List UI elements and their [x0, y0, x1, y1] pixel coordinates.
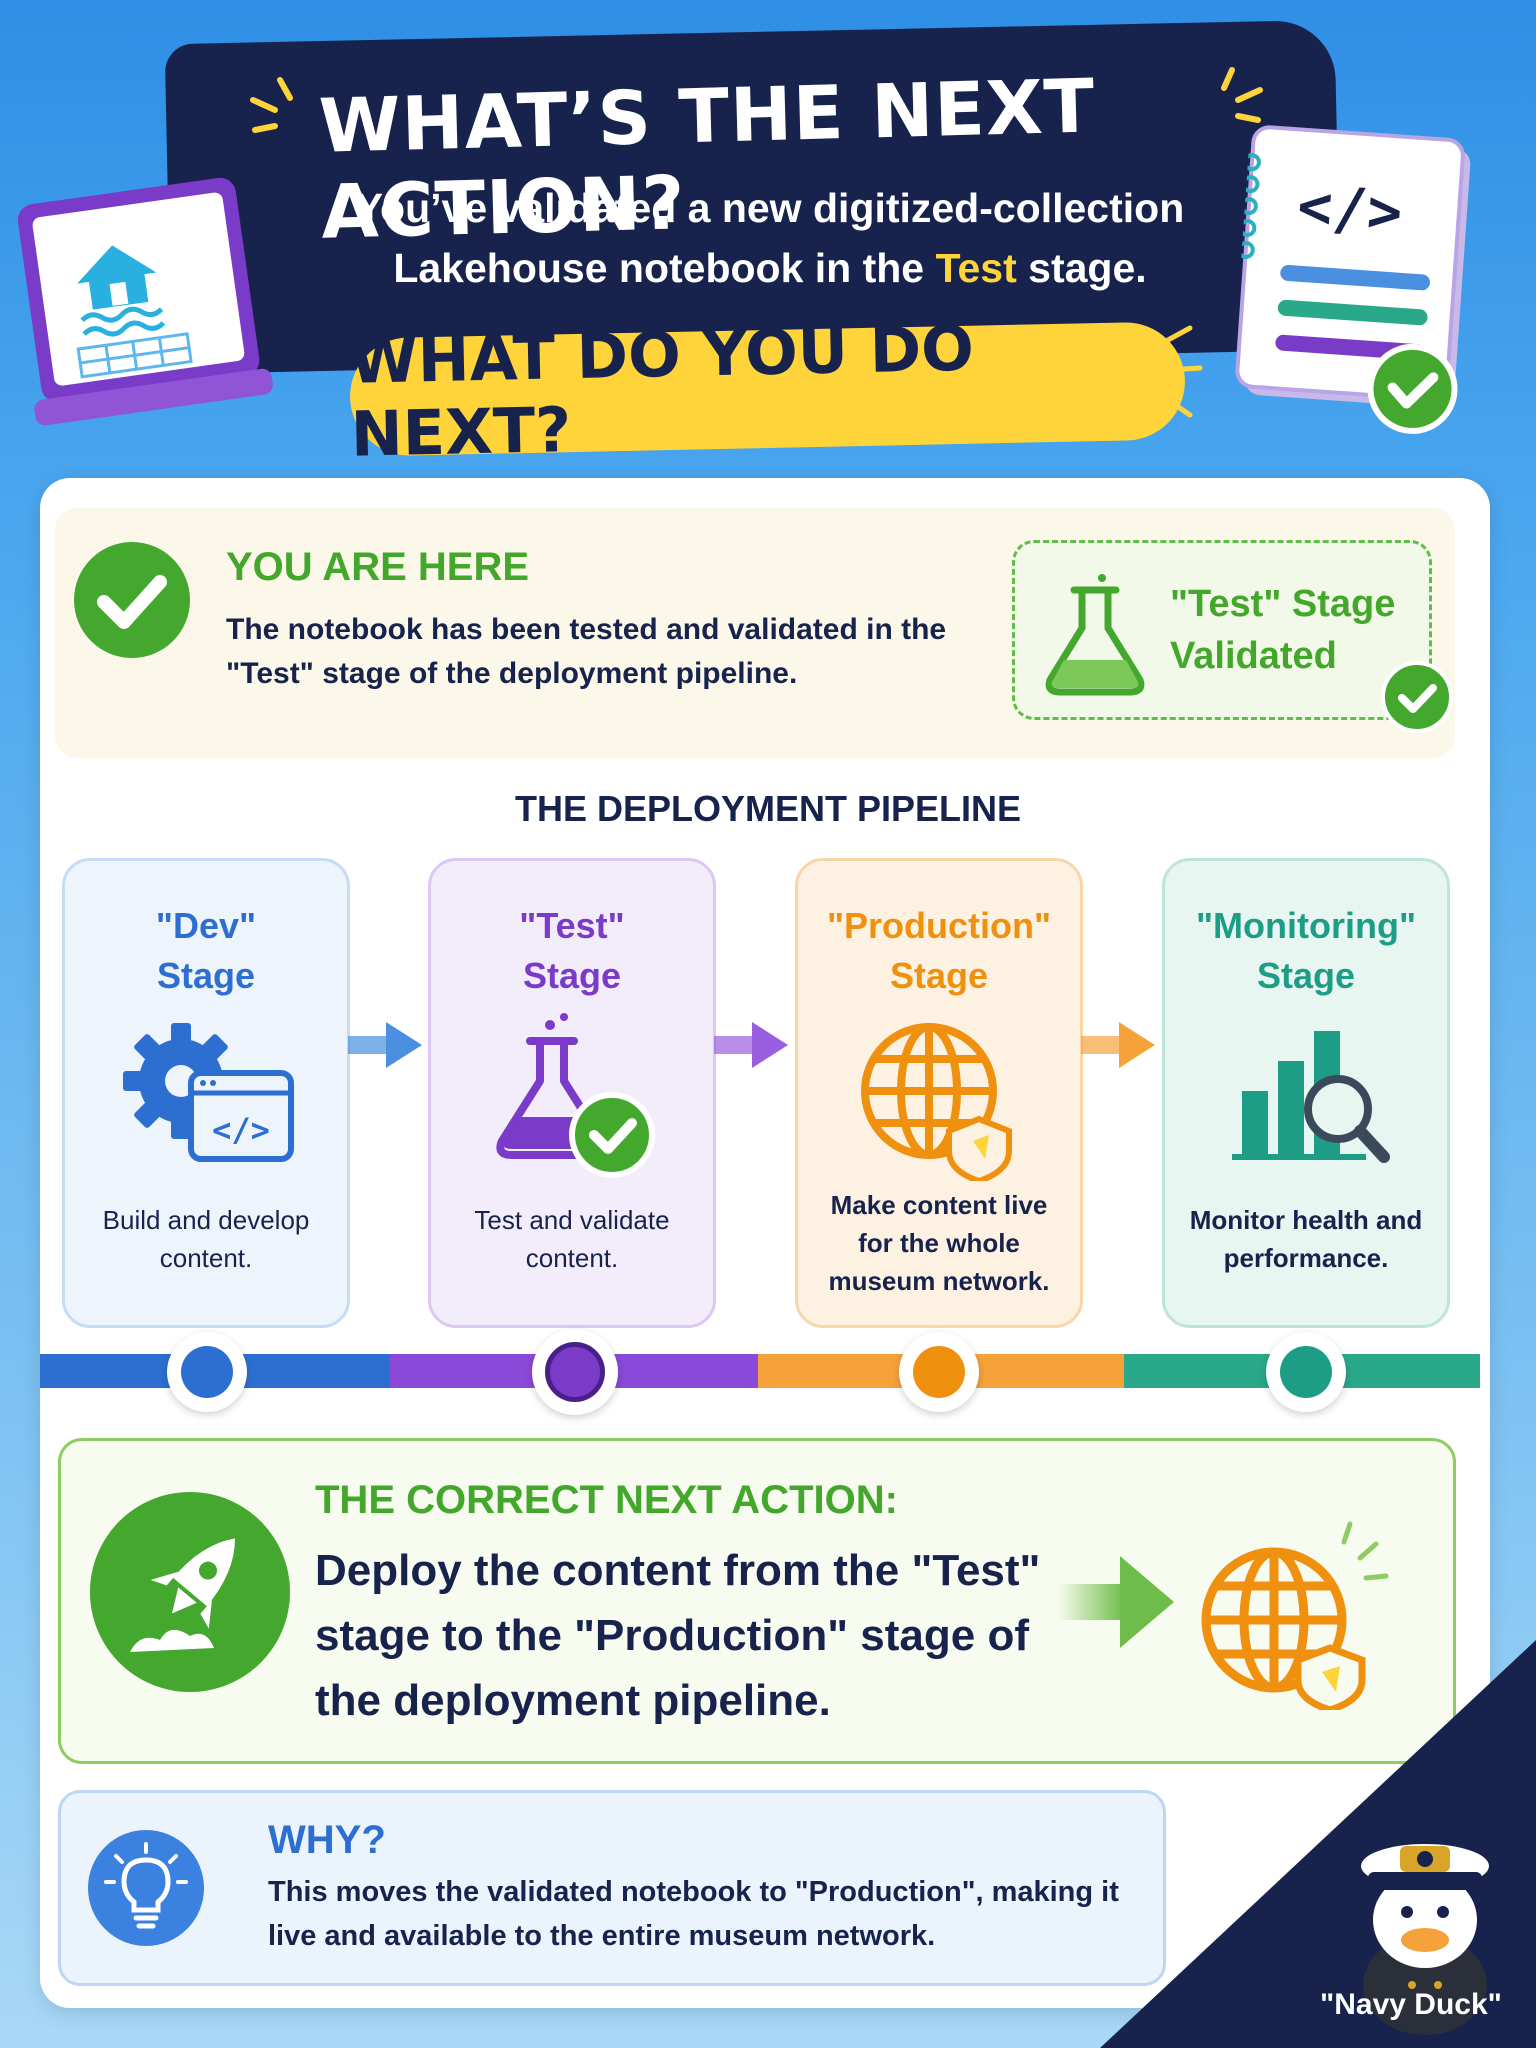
spark-lines-icon	[1221, 67, 1263, 123]
stage-monitoring-card: "Monitoring" Stage Monitor health and pe…	[1162, 858, 1450, 1328]
why-title: WHY?	[268, 1818, 386, 1862]
gear-code-icon: </>	[123, 1023, 294, 1162]
validated-text: "Test" Stage Validated	[1170, 583, 1396, 677]
timeline-node-dev	[167, 1332, 247, 1412]
stage-production-name: "Production" Stage	[826, 905, 1052, 996]
lightbulb-badge	[88, 1830, 204, 1946]
stage-test-desc: Test and validate content.	[474, 1205, 670, 1273]
page-subtitle: You’ve validated a new digitized-collect…	[310, 178, 1230, 298]
globe-shield-icon	[861, 1023, 1012, 1181]
svg-text:</>: </>	[1295, 172, 1404, 247]
rocket-badge	[90, 1492, 290, 1692]
check-circle-icon	[74, 542, 190, 658]
stage-production-card: "Production" Stage Make content live for…	[795, 858, 1083, 1328]
arrow-right-icon	[1058, 1556, 1174, 1648]
question-pill: WHAT DO YOU DO NEXT?	[349, 312, 1187, 471]
stage-production-desc: Make content live for the whole museum n…	[828, 1190, 1050, 1296]
correct-action-panel	[58, 1438, 1456, 1764]
you-are-here-text: The notebook has been tested and validat…	[226, 613, 947, 690]
correct-action-title: THE CORRECT NEXT ACTION:	[315, 1478, 898, 1522]
stage-test-card: "Test" Stage Test and validate content.	[428, 858, 716, 1328]
subtitle-line-1: You’ve validated a new digitized-collect…	[355, 185, 1185, 231]
check-circle-icon	[1381, 661, 1453, 733]
stage-monitoring-desc: Monitor health and performance.	[1189, 1205, 1423, 1273]
timeline-node-production	[899, 1332, 979, 1412]
why-text: This moves the validated notebook to "Pr…	[268, 1876, 1119, 1952]
timeline-node-test	[532, 1329, 618, 1415]
stage-dev-card: "Dev" Stage </> Build and develop conten…	[62, 858, 350, 1328]
stage-test-name: "Test" Stage	[519, 905, 625, 996]
stage-dev-name: "Dev" Stage	[155, 905, 257, 996]
correct-action-text: Deploy the content from the "Test" stage…	[315, 1546, 1041, 1725]
arrow-right-icon	[348, 1022, 422, 1068]
arrow-right-icon	[1081, 1022, 1155, 1068]
flask-icon	[1045, 574, 1145, 696]
flask-check-icon	[496, 1013, 655, 1178]
pipeline-title: THE DEPLOYMENT PIPELINE	[514, 788, 1022, 829]
stage-dev-desc: Build and develop content.	[102, 1205, 310, 1273]
timeline-node-monitoring	[1266, 1332, 1346, 1412]
rocket-icon	[130, 1538, 235, 1652]
subtitle-line-2: Lakehouse notebook in the Test stage.	[393, 245, 1147, 291]
arrow-right-icon	[714, 1022, 788, 1068]
navy-duck-mascot	[1100, 1640, 1536, 2048]
pipeline-timeline	[40, 1354, 1480, 1388]
chart-magnifier-icon	[1232, 1031, 1390, 1163]
mascot-label: "Navy Duck"	[1320, 1988, 1502, 2021]
lightbulb-icon	[104, 1842, 188, 1929]
spark-lines-icon	[1165, 325, 1203, 418]
you-are-here-title: YOU ARE HERE	[226, 545, 530, 589]
code-document-icon: </>	[1235, 125, 1471, 434]
lakehouse-laptop-icon	[17, 177, 273, 426]
svg-text:</>: </>	[212, 1111, 270, 1149]
globe-shield-icon	[1201, 1521, 1389, 1710]
highlight-test: Test	[935, 245, 1017, 291]
spark-lines-icon	[250, 77, 293, 133]
why-panel	[58, 1790, 1166, 1986]
stage-monitoring-name: "Monitoring" Stage	[1195, 905, 1417, 996]
